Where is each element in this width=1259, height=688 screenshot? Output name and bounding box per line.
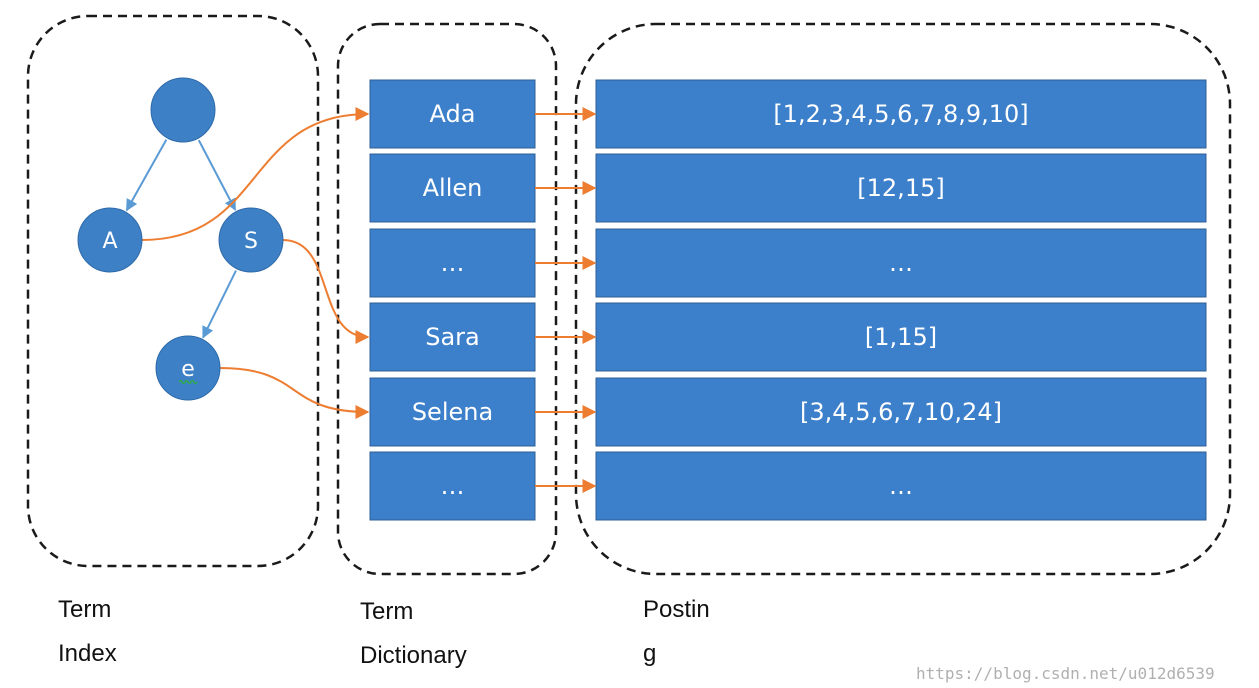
term-label: Selena [412, 398, 493, 426]
term-box [369, 153, 536, 223]
index-to-dictionary-arrows [141, 107, 370, 419]
tree-node-root [150, 77, 216, 143]
posting-box [595, 153, 1207, 223]
term-box [369, 377, 536, 447]
term-box [369, 228, 536, 298]
posting-box [595, 451, 1207, 521]
link-arrow-e [219, 367, 370, 419]
term-label: … [441, 472, 465, 500]
link-arrow-A [141, 107, 370, 241]
posting-caption: Postin g [643, 588, 710, 676]
term-label: Allen [423, 174, 483, 202]
posting-list: [1,2,3,4,5,6,7,8,9,10] [12,15] … [1,15] [3,4… [595, 79, 1207, 521]
posting-label: [1,15] [865, 323, 937, 351]
tree-edges [125, 139, 237, 339]
tree-node-A [77, 207, 143, 273]
term-dictionary-caption-line-2: Dictionary [360, 642, 467, 669]
term-label: Sara [425, 323, 480, 351]
term-label: Ada [430, 100, 476, 128]
watermark: https://blog.csdn.net/u012d6539 [916, 664, 1215, 683]
term-index-container [26, 14, 320, 568]
dictionary-to-posting-arrows [535, 107, 597, 493]
posting-label: [12,15] [857, 174, 944, 202]
term-dictionary-caption-line-1: Term [360, 598, 414, 625]
tree-node-label: A [102, 229, 117, 254]
posting-box [595, 79, 1207, 149]
tree-node-S [218, 207, 284, 273]
term-box [369, 79, 536, 149]
posting-label: … [889, 249, 913, 277]
term-index-caption: Term Index [58, 588, 117, 676]
tree-edge-root-S [197, 139, 237, 211]
posting-box [595, 228, 1207, 298]
posting-caption-line-2: g [643, 640, 657, 667]
term-index-tree: A Se [77, 77, 284, 401]
posting-label: [3,4,5,6,7,10,24] [800, 398, 1002, 426]
posting-caption-line-1: Postin [643, 596, 710, 623]
term-index-caption-line-1: Term [58, 596, 112, 623]
tree-node-label: e [181, 357, 195, 382]
link-arrow-S [282, 239, 370, 344]
posting-container [574, 22, 1232, 576]
tree-node-e [155, 335, 221, 401]
term-dictionary-caption: Term Dictionary [360, 590, 467, 678]
posting-label: … [889, 472, 913, 500]
tree-edge-root-A [125, 139, 168, 212]
tree-edge-S-e [202, 270, 237, 339]
tree-node-label: S [244, 229, 258, 254]
posting-box [595, 377, 1207, 447]
term-label: … [441, 249, 465, 277]
term-dictionary-container [336, 22, 558, 576]
term-box [369, 302, 536, 372]
term-index-caption-line-2: Index [58, 640, 117, 667]
spellcheck-squiggle [178, 379, 198, 385]
posting-label: [1,2,3,4,5,6,7,8,9,10] [773, 100, 1028, 128]
